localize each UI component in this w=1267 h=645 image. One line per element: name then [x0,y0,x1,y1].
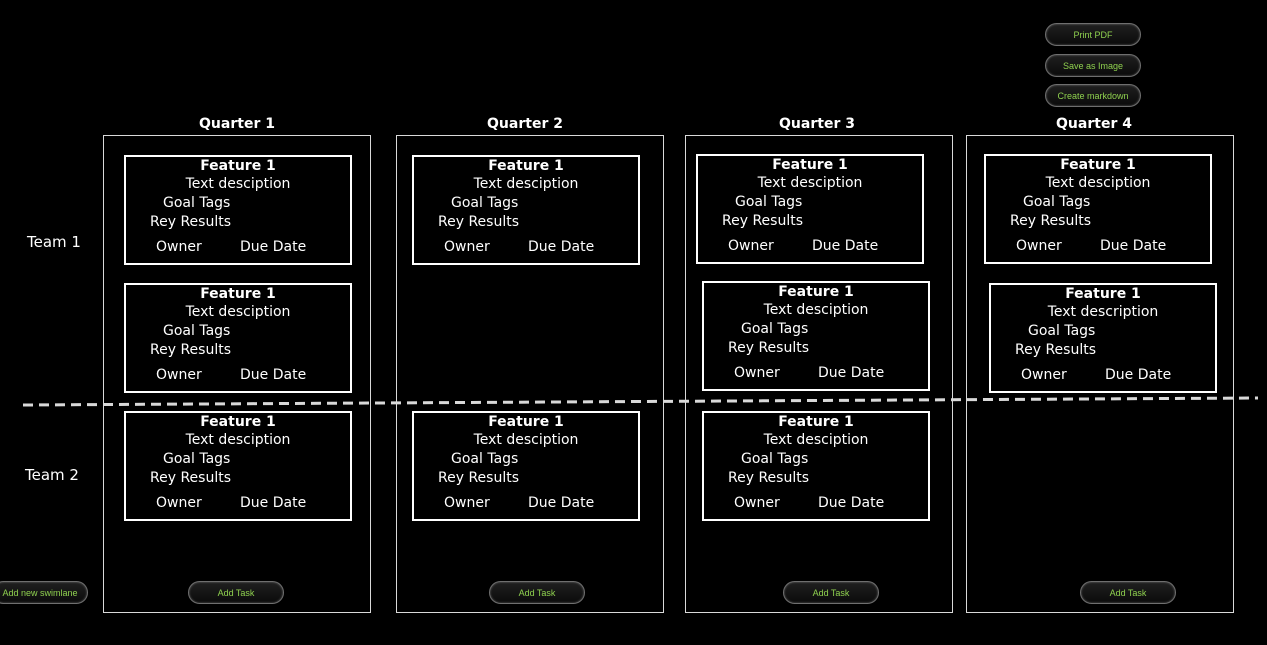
feature-title: Feature 1 [1065,286,1141,302]
add-task-button[interactable]: Add Task [783,581,879,604]
goal-tags: Goal Tags [741,321,809,337]
feature-description: Text desciption [473,432,579,448]
quarter-column-4 [966,135,1234,613]
feature-card[interactable]: Feature 1 Text desciption Goal Tags Rey … [702,281,930,391]
rey-results: Rey Results [1010,213,1091,229]
owner-label: Owner [734,365,780,381]
due-date-label: Due Date [240,239,307,255]
feature-title: Feature 1 [772,157,848,173]
rey-results: Rey Results [728,340,809,356]
team-label: Team 1 [27,233,81,251]
due-date-label: Due Date [818,365,885,381]
feature-card[interactable]: Feature 1 Text desciption Goal Tags Rey … [124,155,352,265]
feature-description: Text desciption [1045,175,1151,191]
quarter-title: Quarter 3 [779,116,855,132]
due-date-label: Due Date [812,238,879,254]
owner-label: Owner [444,495,490,511]
due-date-label: Due Date [1100,238,1167,254]
feature-title: Feature 1 [778,414,854,430]
goal-tags: Goal Tags [1028,323,1096,339]
rey-results: Rey Results [438,470,519,486]
goal-tags: Goal Tags [735,194,803,210]
feature-description: Text desciption [757,175,863,191]
due-date-label: Due Date [528,239,595,255]
feature-title: Feature 1 [488,414,564,430]
owner-label: Owner [444,239,490,255]
owner-label: Owner [728,238,774,254]
save-as-image-button[interactable]: Save as Image [1045,54,1141,77]
create-markdown-button[interactable]: Create markdown [1045,84,1141,107]
feature-title: Feature 1 [488,158,564,174]
quarter-column-3 [685,135,953,613]
add-task-button[interactable]: Add Task [188,581,284,604]
due-date-label: Due Date [240,495,307,511]
rey-results: Rey Results [728,470,809,486]
goal-tags: Goal Tags [163,451,231,467]
owner-label: Owner [156,367,202,383]
feature-card[interactable]: Feature 1 Text desciption Goal Tags Rey … [412,155,640,265]
feature-description: Text desciption [185,432,291,448]
feature-title: Feature 1 [200,414,276,430]
feature-description: Text desciption [763,302,869,318]
feature-card[interactable]: Feature 1 Text desciption Goal Tags Rey … [412,411,640,521]
owner-label: Owner [734,495,780,511]
owner-label: Owner [1021,367,1067,383]
goal-tags: Goal Tags [1023,194,1091,210]
due-date-label: Due Date [240,367,307,383]
owner-label: Owner [1016,238,1062,254]
rey-results: Rey Results [722,213,803,229]
owner-label: Owner [156,495,202,511]
owner-label: Owner [156,239,202,255]
feature-title: Feature 1 [1060,157,1136,173]
feature-description: Text description [1047,304,1159,320]
feature-card[interactable]: Feature 1 Text desciption Goal Tags Rey … [984,154,1212,264]
feature-card[interactable]: Feature 1 Text desciption Goal Tags Rey … [124,283,352,393]
quarter-column-2 [396,135,664,613]
goal-tags: Goal Tags [451,451,519,467]
feature-title: Feature 1 [200,158,276,174]
rey-results: Rey Results [1015,342,1096,358]
due-date-label: Due Date [528,495,595,511]
feature-title: Feature 1 [200,286,276,302]
goal-tags: Goal Tags [451,195,519,211]
feature-title: Feature 1 [778,284,854,300]
quarter-title: Quarter 1 [199,116,275,132]
team-label: Team 2 [25,466,79,484]
rey-results: Rey Results [150,342,231,358]
add-swimlane-button[interactable]: Add new swimlane [0,581,88,604]
quarter-column-1 [103,135,371,613]
feature-description: Text desciption [185,304,291,320]
feature-description: Text desciption [185,176,291,192]
quarter-title: Quarter 4 [1056,116,1132,132]
feature-description: Text desciption [473,176,579,192]
feature-description: Text desciption [763,432,869,448]
add-task-button[interactable]: Add Task [1080,581,1176,604]
due-date-label: Due Date [818,495,885,511]
rey-results: Rey Results [438,214,519,230]
goal-tags: Goal Tags [741,451,809,467]
feature-card[interactable]: Feature 1 Text desciption Goal Tags Rey … [124,411,352,521]
quarter-title: Quarter 2 [487,116,563,132]
add-task-button[interactable]: Add Task [489,581,585,604]
rey-results: Rey Results [150,214,231,230]
goal-tags: Goal Tags [163,323,231,339]
rey-results: Rey Results [150,470,231,486]
goal-tags: Goal Tags [163,195,231,211]
feature-card[interactable]: Feature 1 Text desciption Goal Tags Rey … [702,411,930,521]
due-date-label: Due Date [1105,367,1172,383]
feature-card[interactable]: Feature 1 Text description Goal Tags Rey… [989,283,1217,393]
feature-card[interactable]: Feature 1 Text desciption Goal Tags Rey … [696,154,924,264]
print-pdf-button[interactable]: Print PDF [1045,23,1141,46]
